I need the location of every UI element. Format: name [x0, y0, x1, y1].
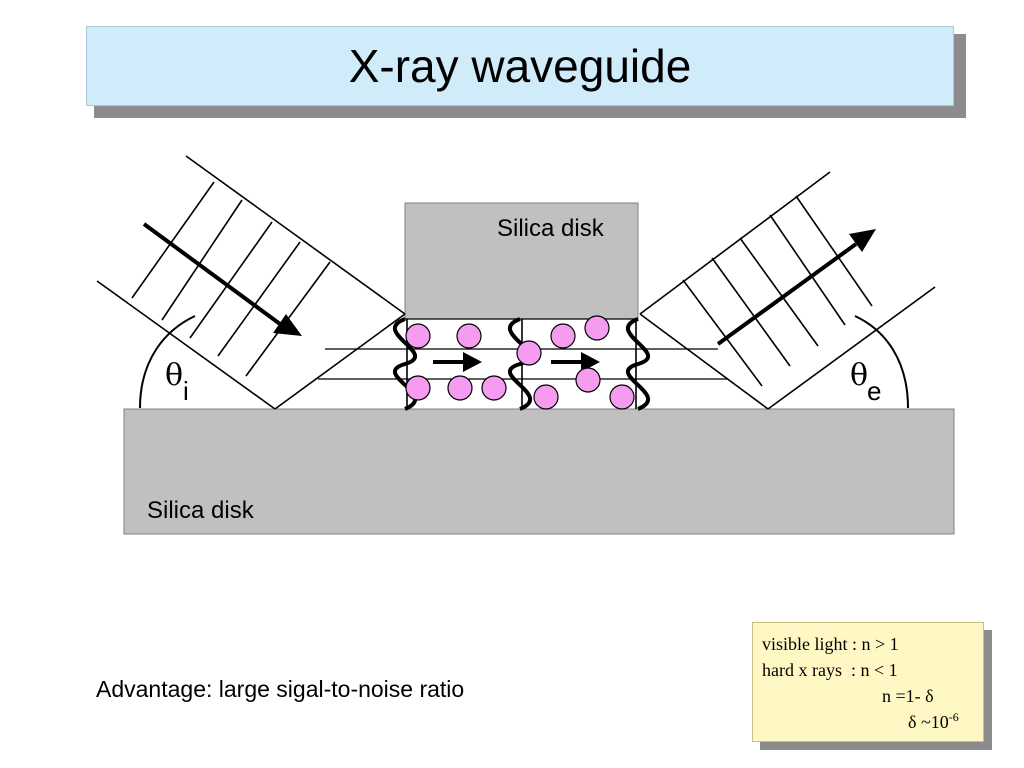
particle: [481, 375, 507, 401]
exit-angle-symbol: θ: [850, 358, 868, 393]
exit-angle-subscript: e: [867, 376, 881, 406]
exit-angle-arc: [854, 315, 909, 409]
particle: [584, 315, 610, 341]
incident-angle-symbol: θ: [165, 358, 183, 393]
particle: [609, 384, 635, 410]
incident-angle-subscript: i: [183, 376, 189, 406]
exit-arrow-icon: [716, 229, 876, 346]
particle: [550, 323, 576, 349]
page-title: X-ray waveguide: [348, 40, 692, 92]
incident-beam: [96, 155, 406, 410]
delta-exponent: -6: [948, 710, 959, 724]
exit-beam: [639, 171, 936, 410]
particle: [405, 375, 431, 401]
delta-base: δ ~10: [908, 712, 949, 732]
particle: [575, 367, 601, 393]
particle: [516, 340, 542, 366]
particles: [405, 315, 635, 410]
incident-angle-arc: [139, 315, 196, 409]
incident-arrow-icon: [142, 222, 302, 336]
note-line-index-formula: n =1- δ: [882, 686, 934, 706]
title-box: X-ray waveguide: [86, 26, 954, 106]
note-line-visible-light: visible light : n > 1: [762, 634, 899, 654]
top-silica-disk: [404, 202, 639, 320]
advantage-text: Advantage: large sigal-to-noise ratio: [96, 676, 465, 702]
note-line-hard-xrays: hard x rays : n < 1: [762, 660, 898, 680]
refractive-index-note: visible light : n > 1 hard x rays : n < …: [752, 622, 984, 742]
particle: [447, 375, 473, 401]
particle: [533, 384, 559, 410]
bottom-silica-disk: [123, 408, 955, 535]
top-disk-label: Silica disk: [497, 215, 605, 242]
particle: [405, 323, 431, 349]
bottom-disk-label: Silica disk: [147, 497, 255, 524]
propagation-arrow-icon: [551, 352, 600, 372]
particle: [456, 323, 482, 349]
propagation-arrow-icon: [433, 352, 482, 372]
note-line-delta-magnitude: δ ~10-6: [762, 709, 983, 735]
